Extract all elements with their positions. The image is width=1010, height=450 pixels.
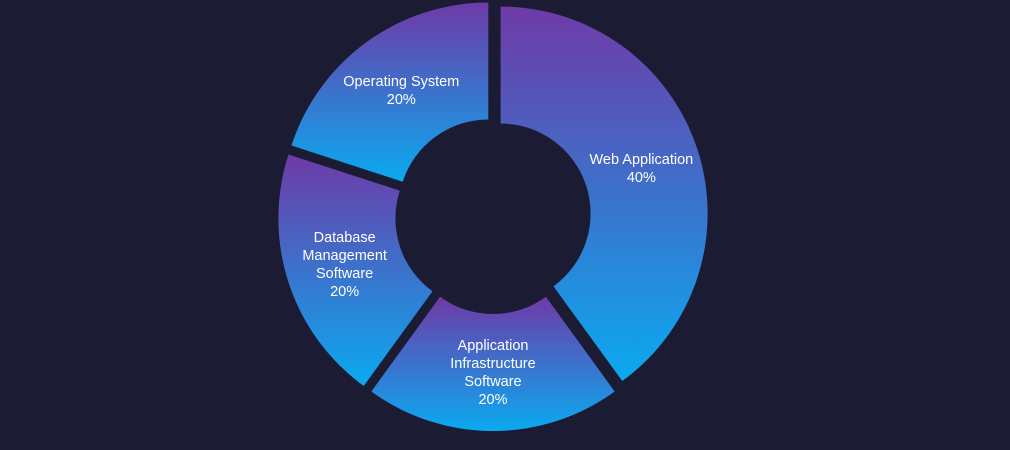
slice-category-label: Application [458,338,529,354]
slice-category-label: Operating System [343,74,459,90]
slice-category-label: Management [302,248,387,264]
slice-category-label: Software [464,374,521,390]
slice-category-label: Database [314,230,376,246]
slice-value-label: 20% [387,92,416,108]
slice-label-text: Web Application 40% [590,152,694,186]
donut-slice [371,296,615,432]
slice-label: Web Application 40% [590,152,694,186]
donut-slice [500,6,708,381]
donut-slices [278,2,708,432]
slice-value-label: 20% [330,284,359,300]
slice-label: Operating System 20% [343,74,459,108]
slice-category-label: Infrastructure [450,356,535,372]
donut-slice [278,154,433,386]
donut-slice [291,2,489,182]
slice-category-label: Web Application [590,152,694,168]
slice-value-label: 20% [478,392,507,408]
slice-label-text: Operating System 20% [343,74,459,108]
slice-category-label: Software [316,266,373,282]
slice-value-label: 40% [627,170,656,186]
